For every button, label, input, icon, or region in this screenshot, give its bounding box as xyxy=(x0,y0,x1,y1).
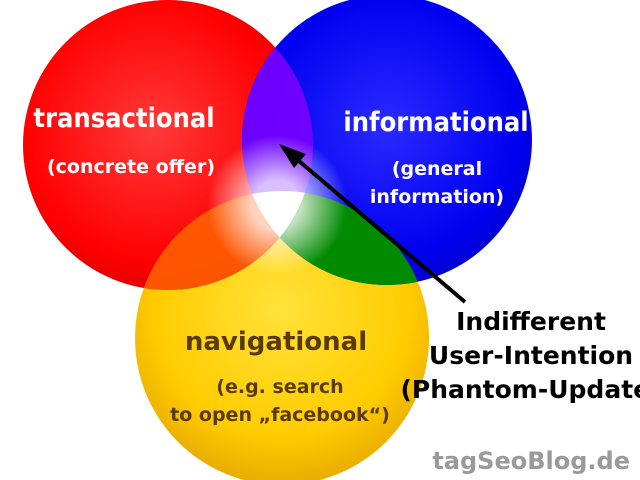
annotation-line-1: Indifferent xyxy=(456,307,606,336)
label-transactional-subtitle: (concrete offer) xyxy=(47,156,215,178)
annotation-line-3: (Phantom-Update) xyxy=(400,375,640,404)
label-informational-subtitle-line1: (general xyxy=(392,158,482,180)
annotation-arrow xyxy=(284,148,467,304)
label-navigational-subtitle-line1: (e.g. search xyxy=(216,376,343,398)
center-glow xyxy=(207,135,347,275)
overlap-informational-navigational xyxy=(242,191,429,285)
annotation-line-2: User-Intention xyxy=(429,341,633,370)
label-informational-subtitle-line2: information) xyxy=(370,186,504,208)
overlap-transactional-navigational xyxy=(135,191,313,290)
label-navigational-title: navigational xyxy=(185,327,367,357)
annotation-arrowhead xyxy=(279,144,306,168)
label-informational-title: informational xyxy=(343,107,528,138)
label-navigational-subtitle-line2: to open „facebook“) xyxy=(170,404,390,426)
label-transactional-title: transactional xyxy=(33,103,214,134)
brand-text: tagSeoBlog.de xyxy=(432,447,630,475)
